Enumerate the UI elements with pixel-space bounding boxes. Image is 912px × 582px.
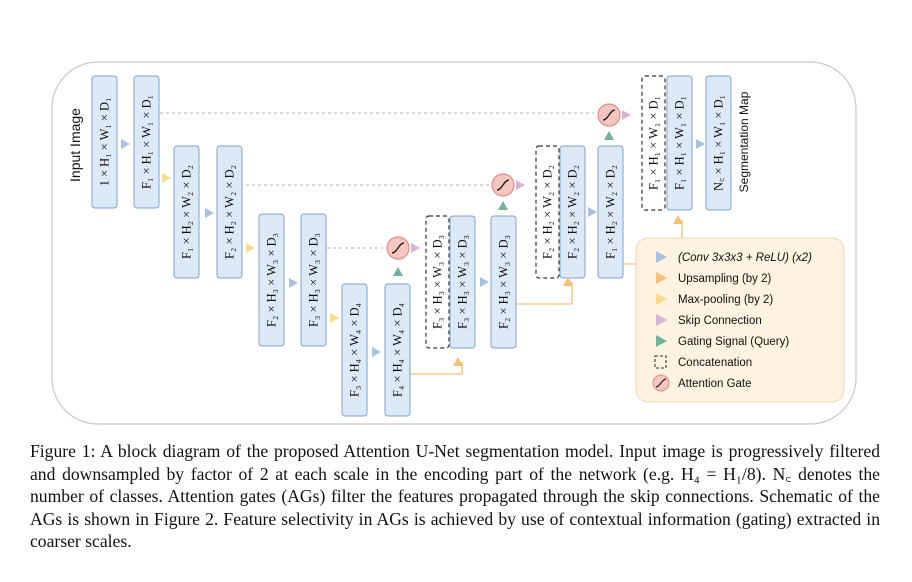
feature-block-e1a: 1 × H₁ × W₁ × D₁: [91, 75, 118, 209]
feature-block-d2o: F₁ × H₂ × W₂ × D₂: [597, 145, 624, 279]
block-label: F₃ × H₄ × W₄ × D₄: [348, 303, 362, 397]
feature-block-e2b: F₂ × H₂ × W₂ × D₂: [216, 145, 243, 279]
attention-gate-icon: [652, 374, 670, 392]
gating-arrow-icon: [656, 335, 667, 347]
feature-block-d1s: F₁ × H₁ × W₁ × D₁: [666, 75, 693, 211]
legend-item: Gating Signal (Query): [656, 335, 789, 348]
feature-block-d2s: F₂ × H₂ × W₂ × D₂: [559, 145, 586, 279]
legend-item: Max-pooling (by 2): [656, 293, 773, 306]
upsampling-arrow-icon: [656, 272, 667, 284]
block-label: F₂ × H₂ × W₂ × D₂: [223, 165, 237, 259]
feature-block-d2c: F₂ × H₂ × W₂ × D₂: [535, 145, 560, 279]
feature-block-d3s: F₃ × H₃ × W₃ × D₃: [449, 215, 476, 349]
maxpool-arrow-icon: [246, 243, 255, 253]
skip-lines: [160, 112, 594, 249]
block-label: F₂ × H₃ × W₃ × D₃: [497, 235, 511, 329]
gating-arrow-icon: [604, 131, 614, 140]
block-label: F₁ × H₁ × W₁ × D₁: [673, 96, 687, 190]
block-label: F₃ × H₃ × W₃ × D₃: [431, 235, 445, 329]
block-label: F₂ × H₃ × W₃ × D₃: [265, 233, 279, 327]
feature-block-e3b: F₃ × H₃ × W₃ × D₃: [300, 213, 327, 347]
legend-item: Upsampling (by 2): [656, 272, 771, 285]
block-label: F₃ × H₃ × W₃ × D₃: [307, 233, 321, 327]
legend-item: Concatenation: [654, 355, 752, 369]
feature-block-e1b: F₁ × H₁ × W₁ × D₁: [133, 75, 160, 209]
block-label: F₁ × H₂ × W₂ × D₂: [604, 165, 618, 259]
conv-arrow-icon: [121, 139, 130, 149]
conv-arrow-icon: [480, 277, 489, 287]
upsampling-arrow-icon: [453, 357, 463, 366]
feature-block-d3o: F₂ × H₃ × W₃ × D₃: [490, 215, 517, 349]
legend-label: Attention Gate: [678, 378, 752, 390]
skip-arrow-icon: [411, 243, 420, 253]
legend-item: (Conv 3x3x3 + ReLU) (x2): [656, 251, 812, 264]
upsampling-arrow-icon: [563, 277, 573, 286]
skip-arrow-icon: [656, 314, 667, 326]
legend-label: Skip Connection: [678, 315, 762, 327]
block-label: F₁ × H₁ × W₁ × D₁: [647, 96, 661, 190]
block-label: F₂ × H₂ × W₂ × D₂: [566, 165, 580, 259]
feature-block-e3a: F₂ × H₃ × W₃ × D₃: [258, 213, 285, 347]
feature-block-d3c: F₃ × H₃ × W₃ × D₃: [425, 215, 450, 349]
conv-arrow-icon: [696, 139, 705, 149]
skip-arrow-icon: [622, 110, 631, 120]
attention-unet-diagram: 1 × H₁ × W₁ × D₁ F₁ × H₁ × W₁ × D₁ F₁ × H₂…: [51, 61, 857, 425]
legend-box: [635, 237, 845, 403]
legend-item: Attention Gate: [652, 374, 752, 392]
block-label: 1 × H₁ × W₁ × D₁: [98, 98, 112, 187]
legend-label: Concatenation: [678, 357, 752, 369]
skip-arrow-icon: [516, 180, 525, 190]
feature-block-out: N꜀ × H₁ × W₁ × D₁: [705, 75, 732, 211]
block-label: F₃ × H₃ × W₃ × D₃: [456, 235, 470, 329]
legend-label: Upsampling (by 2): [678, 273, 771, 285]
conv-arrow-icon: [656, 251, 667, 263]
conv-arrow-icon: [588, 207, 597, 217]
concatenation-icon: [654, 355, 667, 369]
feature-block-d1c: F₁ × H₁ × W₁ × D₁: [641, 75, 666, 211]
attention-gate-icon: [597, 103, 621, 127]
conv-arrow-icon: [372, 347, 381, 357]
legend: (Conv 3x3x3 + ReLU) (x2) Upsampling (by 2…: [635, 237, 845, 403]
gating-arrow-icon: [498, 201, 508, 210]
legend-item: Skip Connection: [656, 314, 762, 327]
block-label: F₄ × H₄ × W₄ × D₄: [391, 303, 405, 397]
segmentation-map-label: Segmentation Map: [737, 91, 751, 192]
input-image-label: Input Image: [67, 108, 83, 182]
gating-arrow-icon: [393, 267, 403, 276]
feature-block-e4b: F₄ × H₄ × W₄ × D₄: [384, 283, 411, 417]
upsampling-arrow-icon: [673, 215, 683, 224]
feature-block-e4a: F₃ × H₄ × W₄ × D₄: [341, 283, 368, 417]
feature-block-e2a: F₁ × H₂ × W₂ × D₂: [173, 145, 200, 279]
maxpool-arrow-icon: [162, 173, 171, 183]
maxpool-arrow-icon: [656, 293, 667, 305]
attention-gate-icon: [491, 173, 515, 197]
block-label: F₁ × H₁ × W₁ × D₁: [140, 95, 154, 189]
legend-label: (Conv 3x3x3 + ReLU) (x2): [678, 252, 812, 264]
conv-arrow-icon: [205, 208, 214, 218]
block-label: N꜀ × H₁ × W₁ × D₁: [712, 95, 726, 191]
legend-label: Gating Signal (Query): [678, 336, 789, 348]
block-label: F₂ × H₂ × W₂ × D₂: [541, 165, 555, 259]
block-label: F₁ × H₂ × W₂ × D₂: [180, 165, 194, 259]
attention-gate-icon: [386, 236, 410, 260]
legend-label: Max-pooling (by 2): [678, 294, 773, 306]
maxpool-arrow-icon: [330, 313, 339, 323]
conv-arrow-icon: [289, 278, 298, 288]
figure-caption: Figure 1: A block diagram of the propose…: [30, 441, 880, 552]
